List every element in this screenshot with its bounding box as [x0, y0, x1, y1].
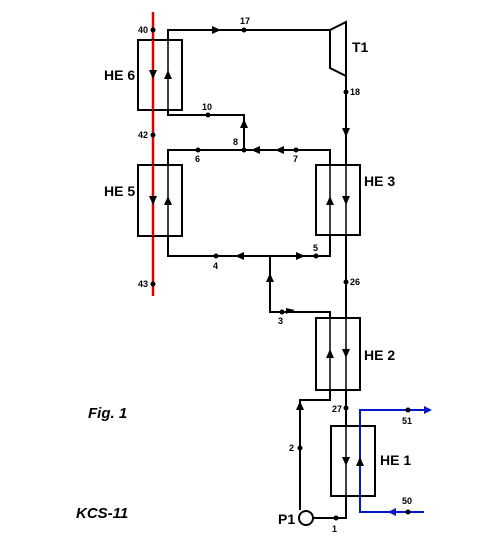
turbine-label: T1 — [352, 39, 369, 55]
flow-arrows — [212, 26, 350, 410]
he3-label: HE 3 — [364, 173, 395, 189]
node-7: 7 — [293, 154, 298, 164]
node-6: 6 — [195, 154, 200, 164]
state-point-dots — [150, 27, 411, 521]
cooling-water-line — [359, 406, 432, 516]
node-3: 3 — [278, 316, 283, 326]
node-4: 4 — [213, 261, 218, 271]
he1-exchanger: HE 1 — [330, 425, 411, 497]
pump-label: P1 — [278, 511, 295, 527]
node-43: 43 — [138, 279, 148, 289]
he5-label: HE 5 — [104, 183, 135, 199]
node-40: 40 — [138, 25, 148, 35]
node-50: 50 — [402, 496, 412, 506]
he6-exchanger: HE 6 — [104, 39, 183, 111]
he5-exchanger: HE 5 — [104, 164, 183, 237]
pump-p1: P1 — [278, 510, 314, 527]
node-8: 8 — [233, 137, 238, 147]
turbine-t1: T1 — [329, 20, 369, 78]
cycle-name: KCS-11 — [76, 505, 128, 522]
state-point-labels: 40 17 18 10 42 8 6 7 5 4 26 43 3 27 51 2… — [138, 16, 412, 534]
node-42: 42 — [138, 130, 148, 140]
he1-label: HE 1 — [380, 452, 411, 468]
he2-exchanger: HE 2 — [315, 317, 395, 391]
node-51: 51 — [402, 416, 412, 426]
node-18: 18 — [350, 87, 360, 97]
working-fluid-pipes — [167, 29, 347, 519]
figure-caption: Fig. 1 — [88, 405, 127, 422]
he6-label: HE 6 — [104, 67, 135, 83]
he3-exchanger: HE 3 — [315, 164, 395, 236]
node-2: 2 — [289, 443, 294, 453]
node-5: 5 — [313, 243, 318, 253]
node-17: 17 — [240, 16, 250, 26]
node-27: 27 — [332, 404, 342, 414]
node-1: 1 — [332, 524, 337, 534]
node-26: 26 — [350, 277, 360, 287]
he2-label: HE 2 — [364, 347, 395, 363]
node-10: 10 — [202, 102, 212, 112]
